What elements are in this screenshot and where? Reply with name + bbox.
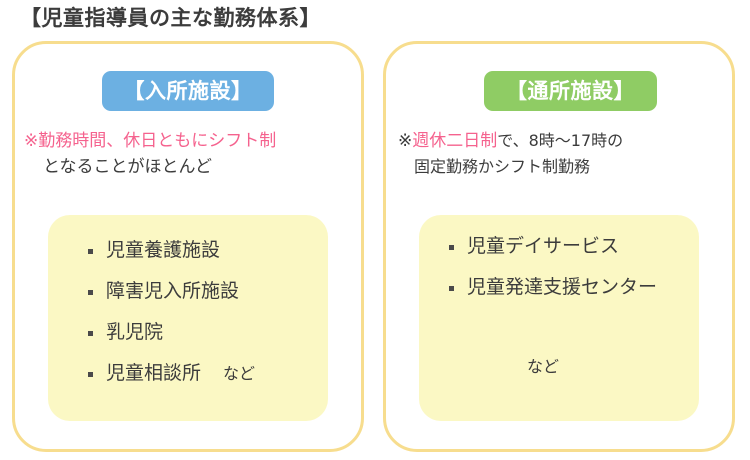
note-mark-day: ※ — [398, 131, 413, 151]
note-residential: ※勤務時間、休日ともにシフト制 となることがほとんど — [15, 128, 361, 181]
page-title: 【児童指導員の主な勤務体系】 — [20, 6, 321, 30]
badge-day-facilities: 【通所施設】 — [484, 71, 657, 111]
list-item-label: 乳児院 — [106, 321, 164, 343]
etc-label-day: など — [526, 357, 559, 376]
facility-list-day: 児童デイサービス 児童発達支援センター — [449, 237, 687, 319]
list-item-label: 児童発達支援センター — [467, 276, 658, 298]
badge-residential-facilities: 【入所施設】 — [102, 71, 274, 111]
list-item: 児童発達支援センター — [449, 278, 687, 297]
list-item: 乳児院 — [88, 323, 316, 342]
list-item-label: 児童養護施設 — [106, 239, 221, 261]
note-rest-day: で、8時〜17時の — [497, 131, 624, 150]
list-item: 児童デイサービス — [449, 237, 687, 256]
list-item-label: 児童デイサービス — [467, 235, 620, 257]
list-item: 児童養護施設 — [88, 241, 316, 260]
list-item: 障害児入所施設 — [88, 282, 316, 301]
list-item-label: 児童相談所 — [106, 362, 202, 384]
list-item-label: 障害児入所施設 — [106, 280, 240, 302]
note-line2-residential: となることがほとんど — [43, 157, 212, 178]
card-day-facilities: 【通所施設】 ※週休二日制で、8時〜17時の 固定勤務かシフト制勤務 児童デイサ… — [383, 41, 735, 452]
card-residential-facilities: 【入所施設】 ※勤務時間、休日ともにシフト制 となることがほとんど 児童養護施設… — [12, 41, 364, 452]
list-item: 児童相談所 など — [88, 364, 316, 383]
note-day: ※週休二日制で、8時〜17時の 固定勤務かシフト制勤務 — [386, 128, 732, 181]
facility-list-box-residential: 児童養護施設 障害児入所施設 乳児院 児童相談所 など — [48, 215, 328, 421]
note-highlight-residential: 勤務時間、休日ともにシフト制 — [38, 131, 277, 151]
note-mark-residential: ※ — [24, 131, 39, 151]
facility-list-residential: 児童養護施設 障害児入所施設 乳児院 児童相談所 など — [88, 241, 316, 405]
note-highlight-day: 週休二日制 — [412, 131, 498, 151]
note-line2-day: 固定勤務かシフト制勤務 — [414, 157, 591, 177]
etc-label-residential: など — [223, 364, 256, 383]
facility-list-box-day: 児童デイサービス 児童発達支援センター など — [419, 215, 699, 421]
